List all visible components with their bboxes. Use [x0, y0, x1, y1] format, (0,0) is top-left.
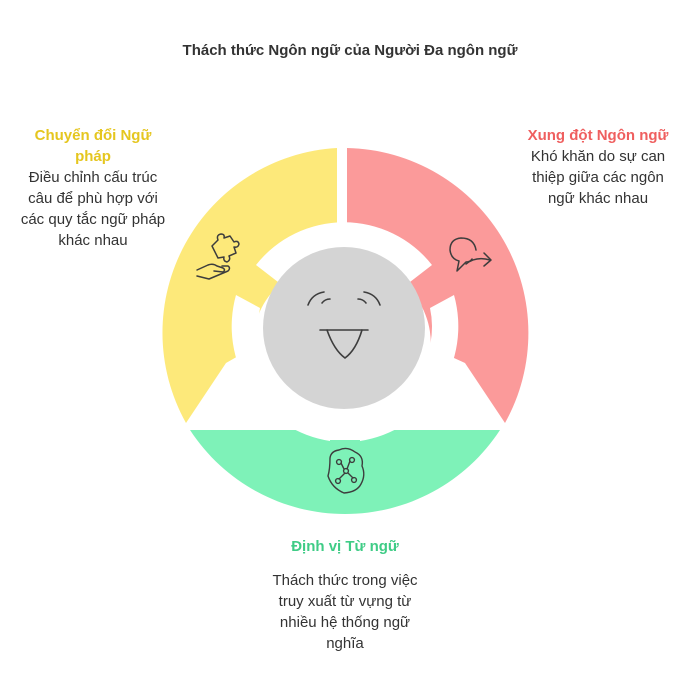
- segment-grammar: [162, 148, 337, 423]
- inner-arc-right: [360, 295, 459, 441]
- speech-bubble-arrow-icon: [449, 237, 492, 272]
- inner-arc-left: [231, 295, 330, 441]
- puzzle-hand-icon: [196, 233, 240, 280]
- center-circle: [263, 247, 425, 409]
- grammar-heading: Chuyển đổi Ngữ pháp: [34, 127, 152, 165]
- brain-network-icon: [327, 447, 365, 494]
- inner-arc-top: [256, 222, 432, 282]
- conflict-heading: Xung đột Ngôn ngữ: [527, 127, 669, 144]
- segment-conflict: [347, 148, 529, 423]
- lexical-description: Thách thức trong việc truy xuất từ vựng …: [272, 572, 418, 652]
- segment-lexical: [190, 430, 500, 515]
- lexical-section: Định vị Từ ngữ Thách thức trong việc tru…: [260, 536, 430, 654]
- grammar-description: Điều chỉnh cấu trúc câu để phù hợp với c…: [20, 169, 166, 249]
- lexical-heading: Định vị Từ ngữ: [291, 538, 399, 555]
- conflict-description: Khó khăn do sự can thiệp giữa các ngôn n…: [530, 148, 666, 207]
- confused-face-icon: [307, 291, 381, 359]
- grammar-section: Chuyển đổi Ngữ pháp Điều chỉnh cấu trúc …: [18, 125, 168, 251]
- conflict-section: Xung đột Ngôn ngữ Khó khăn do sự can thi…: [522, 125, 674, 209]
- diagram-title: Thách thức Ngôn ngữ của Người Đa ngôn ng…: [182, 42, 518, 59]
